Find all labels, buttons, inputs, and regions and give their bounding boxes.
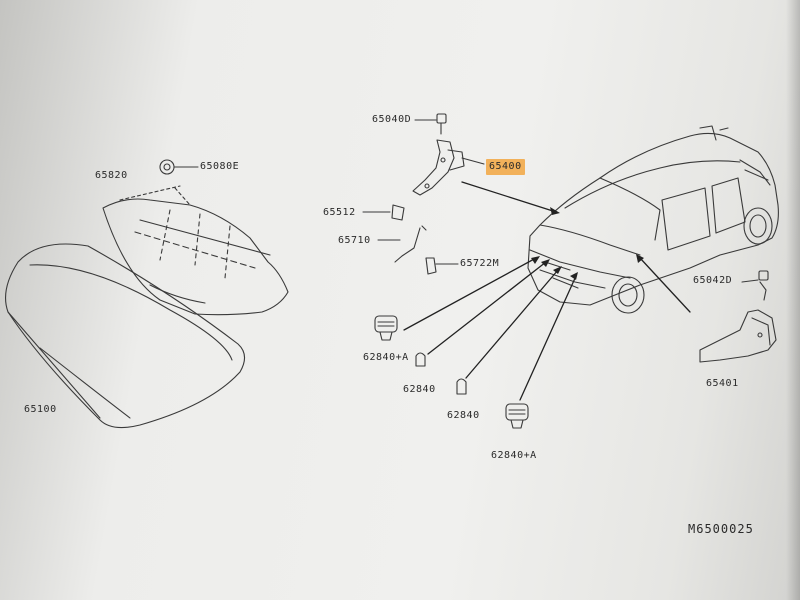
hood-insulator-part xyxy=(102,185,289,316)
hood-rod-65710-part xyxy=(377,225,427,263)
label-65401: 65401 xyxy=(706,378,739,389)
bumper-stopper-left-large xyxy=(374,315,398,341)
label-65710: 65710 xyxy=(338,235,371,246)
label-65820: 65820 xyxy=(95,170,128,181)
label-65042d: 65042D xyxy=(693,275,733,286)
label-65512: 65512 xyxy=(323,207,356,218)
label-62840a-bottom: 62840+A xyxy=(491,450,537,461)
leader-lines xyxy=(403,181,691,401)
part-65512 xyxy=(362,204,405,221)
bolt-65042d-part xyxy=(741,270,769,283)
bumper-stopper-bottom-large xyxy=(505,403,529,429)
label-62840-a: 62840 xyxy=(403,384,436,395)
figure-id: M6500025 xyxy=(688,522,754,536)
label-62840a-left: 62840+A xyxy=(363,352,409,363)
clip-65080e-part xyxy=(159,159,199,175)
label-65080e: 65080E xyxy=(200,161,240,172)
hinge-65401-part xyxy=(699,281,777,363)
label-65400-highlighted: 65400 xyxy=(486,159,525,175)
screen-edge-shadow xyxy=(786,0,800,600)
bumper-stopper-small-a xyxy=(415,352,426,367)
bolt-65040d-part xyxy=(414,113,447,135)
label-65100: 65100 xyxy=(24,404,57,415)
clip-65722m-part xyxy=(425,257,459,275)
car-silhouette xyxy=(527,125,779,314)
label-65722m: 65722M xyxy=(460,258,500,269)
bumper-stopper-small-b xyxy=(456,378,467,395)
label-65040d: 65040D xyxy=(372,114,412,125)
label-62840-b: 62840 xyxy=(447,410,480,421)
hood-part xyxy=(5,243,246,429)
hinge-65400-part xyxy=(412,139,485,196)
